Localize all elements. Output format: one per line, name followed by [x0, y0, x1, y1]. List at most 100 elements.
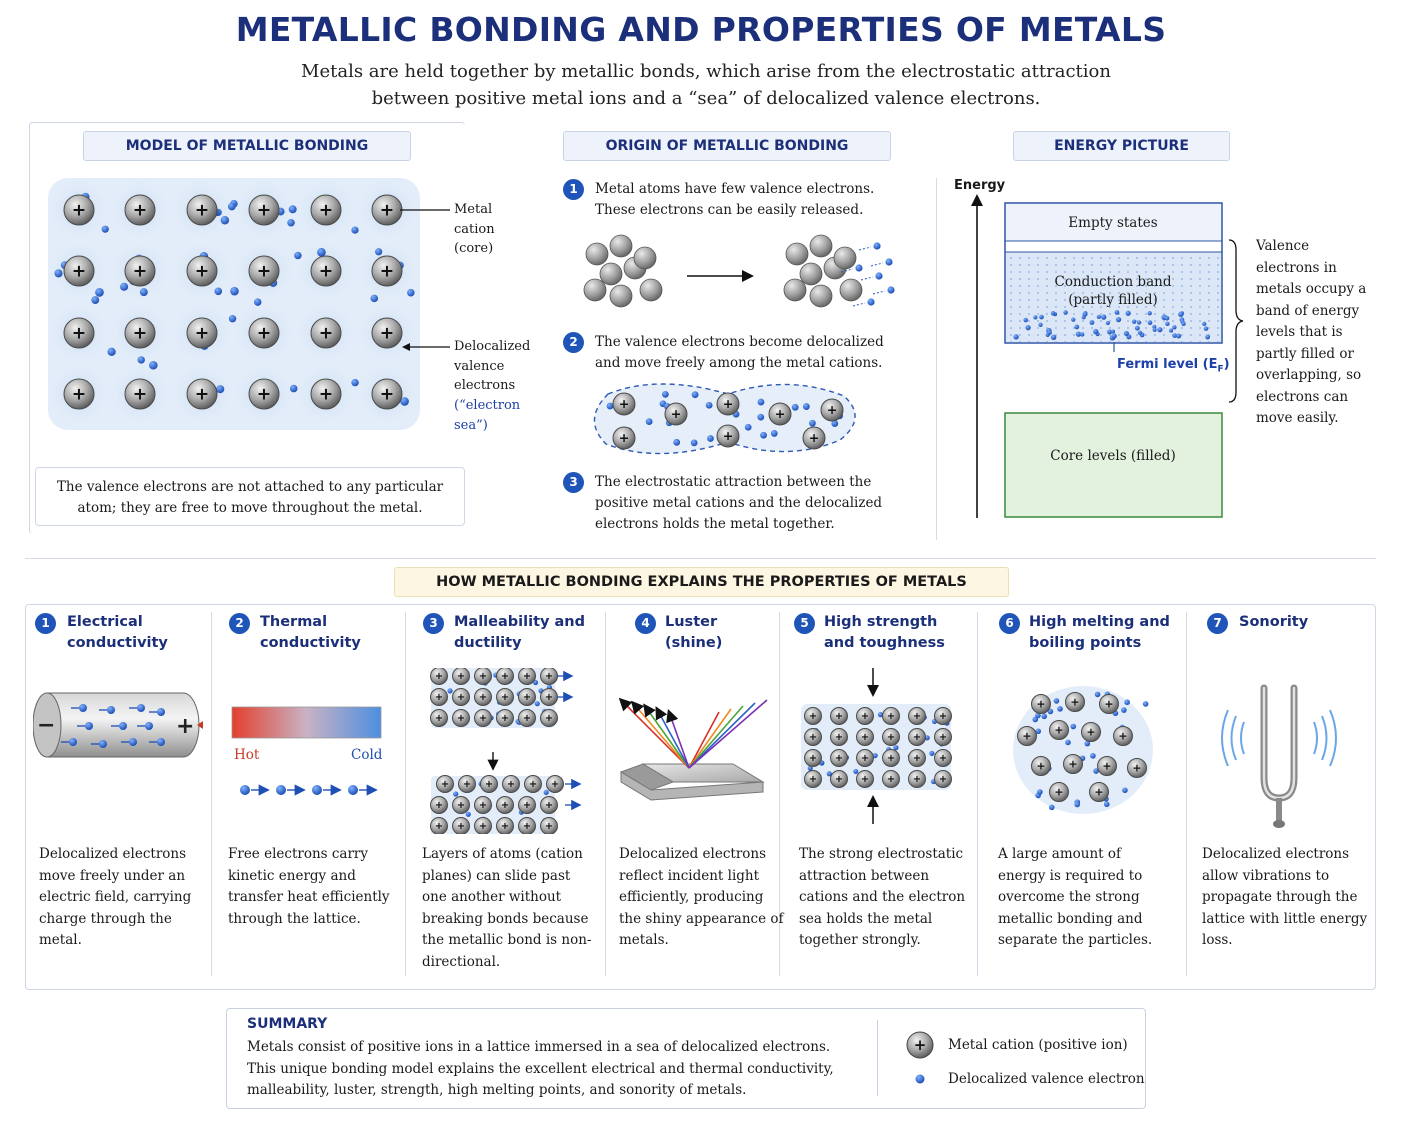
property-7-badge: 7: [1207, 613, 1228, 634]
delocalized-electron: [1039, 314, 1044, 320]
svg-text:+: +: [380, 262, 394, 282]
label-delocalized: Delocalized valence electrons: [454, 339, 531, 393]
metal-cation: +: [63, 317, 95, 349]
svg-text:+: +: [457, 692, 465, 703]
delocalized-electron: [1205, 334, 1211, 340]
metal-cation: +: [310, 255, 342, 287]
svg-text:+: +: [319, 385, 333, 405]
svg-text:+: +: [861, 711, 869, 722]
svg-text:+: +: [435, 800, 443, 811]
svg-text:+: +: [835, 753, 843, 764]
delocalized-electron: [1107, 329, 1113, 335]
delocalized-electron: [1172, 325, 1177, 330]
delocalized-electron: [129, 738, 137, 746]
delocalized-electron: [1165, 321, 1170, 327]
heat-gradient-bar: [231, 706, 382, 739]
metal-cation: +: [804, 707, 822, 725]
svg-text:+: +: [671, 406, 682, 421]
property-melting: 6 High melting and boiling points ++++++…: [977, 606, 1186, 986]
metal-cation: +: [934, 749, 952, 767]
svg-text:+: +: [887, 774, 895, 785]
delocalized-electron: [1047, 330, 1052, 335]
metal-cation: +: [480, 775, 498, 793]
delocalized-electron: [1023, 317, 1028, 323]
delocalized-electron: [1169, 328, 1174, 333]
metal-cation: +: [612, 392, 636, 416]
svg-text:+: +: [501, 713, 509, 724]
energy-axis-arrow: [971, 194, 983, 518]
delocalized-electron: [230, 286, 239, 296]
svg-text:+: +: [319, 262, 333, 282]
delocalized-electron: [1136, 320, 1142, 325]
metal-cation: +: [1081, 722, 1101, 742]
svg-text:+: +: [545, 692, 553, 703]
svg-text:+: +: [827, 402, 838, 417]
metal-cation: +: [934, 707, 952, 725]
property-1-desc: Delocalized electrons move freely under …: [39, 846, 192, 948]
metal-cation: +: [1017, 726, 1037, 746]
origin-step-3-text: The electrostatic attraction between the…: [595, 474, 883, 532]
delocalized-electron: [1100, 314, 1107, 320]
metal-atom: [599, 262, 623, 286]
band-empty-label: Empty states: [1068, 215, 1158, 231]
svg-text:+: +: [133, 262, 147, 282]
svg-text:+: +: [257, 262, 271, 282]
svg-text:+: +: [507, 779, 515, 790]
prop-divider-4: [779, 612, 780, 976]
svg-text:+: +: [619, 396, 630, 411]
property-1-badge: 1: [35, 613, 56, 634]
metal-atom: [839, 278, 863, 302]
svg-text:+: +: [479, 692, 487, 703]
delocalized-electron: [400, 397, 409, 406]
metal-cation: +: [496, 817, 514, 834]
delocalized-electron: [831, 420, 839, 427]
svg-text:+: +: [551, 779, 559, 790]
metal-cation: +: [540, 817, 558, 834]
delocalized-electron: [691, 391, 699, 399]
delocalized-electron: [54, 269, 63, 278]
metal-cation: +: [1031, 756, 1051, 776]
delocalized-electron: [707, 435, 714, 442]
delocalized-electron: [534, 701, 540, 707]
delocalized-electron: [1178, 311, 1184, 318]
atoms-release-electrons: [583, 234, 895, 308]
metal-cation: +: [768, 402, 792, 426]
property-6-badge: 6: [999, 613, 1020, 634]
compressed-lattice-diagram: ++++++++++++++++++++++++: [801, 668, 952, 824]
metal-cation: +: [310, 378, 342, 410]
delocalized-electron: [1035, 712, 1041, 719]
metal-cation: +: [1065, 692, 1085, 712]
svg-text:+: +: [913, 711, 921, 722]
svg-text:−: −: [37, 713, 55, 738]
metal-cation: +: [502, 775, 520, 793]
delocalized-electron: [1134, 325, 1140, 331]
metal-atom: [633, 246, 657, 270]
svg-text:+: +: [809, 774, 817, 785]
delocalized-electron: [1115, 317, 1122, 323]
svg-text:+: +: [809, 753, 817, 764]
prop-divider-1: [211, 612, 212, 976]
metal-cation: +: [830, 728, 848, 746]
property-7-desc: Delocalized electrons allow vibrations t…: [1202, 846, 1368, 948]
metal-cation: +: [1099, 694, 1119, 714]
metal-cation: +: [186, 317, 218, 349]
svg-text:+: +: [523, 713, 531, 724]
delocalized-electron: [855, 264, 863, 272]
metal-cation: +: [248, 255, 280, 287]
delocalized-electron: [1124, 699, 1130, 706]
svg-text:+: +: [1054, 724, 1063, 737]
svg-text:+: +: [195, 385, 209, 405]
delocalized-electron: [1152, 324, 1157, 329]
delocalized-electron: [214, 287, 223, 296]
metal-cation: +: [908, 707, 926, 725]
metal-cation: +: [63, 255, 95, 287]
metal-atom: [609, 284, 633, 308]
tuning-fork-icon: [1221, 684, 1337, 828]
svg-text:+: +: [1036, 760, 1045, 773]
metal-cation: +: [856, 770, 874, 788]
delocalized-electron: [351, 378, 359, 387]
delocalized-electron: [216, 385, 225, 394]
svg-text:+: +: [1104, 698, 1113, 711]
delocalized-electron: [1164, 315, 1170, 321]
metal-cation: +: [452, 688, 470, 706]
